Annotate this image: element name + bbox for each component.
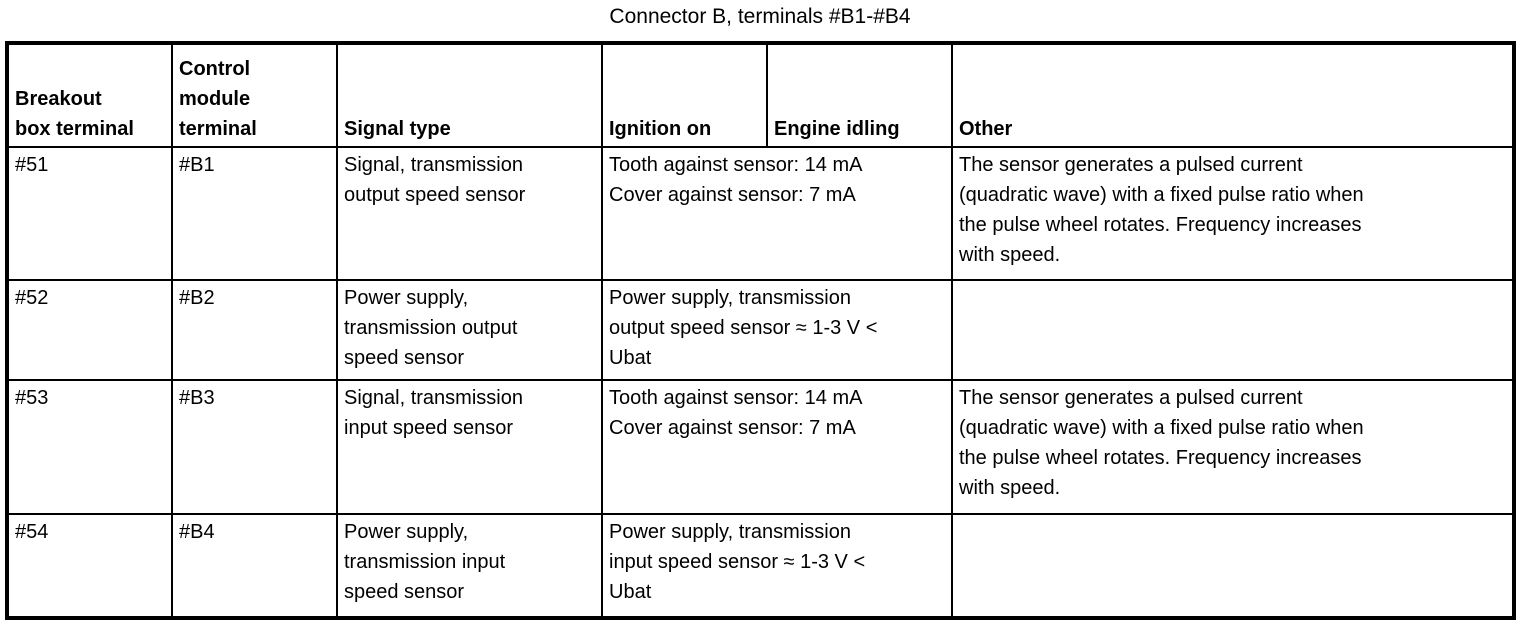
table-row: #53 #B3 Signal, transmission input speed… [6,379,1515,515]
table-row: #54 #B4 Power supply, transmission input… [6,513,1515,619]
cell-breakout-box-terminal: #52 [6,279,173,381]
cell-control-module-terminal: #B4 [171,513,338,619]
col-header-breakout-box-terminal: Breakout box terminal [6,42,173,148]
cell-other: The sensor generates a pulsed current (q… [951,379,1515,515]
cell-ignition-on-engine-idling: Tooth against sensor: 14 mA Cover agains… [601,146,953,281]
col-header-engine-idling: Engine idling [766,42,953,148]
cell-control-module-terminal: #B2 [171,279,338,381]
table-row: #52 #B2 Power supply, transmission outpu… [6,279,1515,381]
cell-breakout-box-terminal: #54 [6,513,173,619]
col-header-control-module-terminal: Control module terminal [171,42,338,148]
table-row: #51 #B1 Signal, transmission output spee… [6,146,1515,281]
cell-other [951,513,1515,619]
cell-control-module-terminal: #B3 [171,379,338,515]
table-header-row: Breakout box terminal Control module ter… [6,42,1515,148]
cell-signal-type: Power supply, transmission output speed … [336,279,603,381]
cell-signal-type: Signal, transmission output speed sensor [336,146,603,281]
col-header-signal-type: Signal type [336,42,603,148]
cell-signal-type: Power supply, transmission input speed s… [336,513,603,619]
cell-ignition-on-engine-idling: Power supply, transmission output speed … [601,279,953,381]
cell-breakout-box-terminal: #51 [6,146,173,281]
page-title: Connector B, terminals #B1-#B4 [609,5,911,28]
col-header-other: Other [951,42,1515,148]
cell-breakout-box-terminal: #53 [6,379,173,515]
cell-other [951,279,1515,381]
cell-ignition-on-engine-idling: Tooth against sensor: 14 mA Cover agains… [601,379,953,515]
cell-control-module-terminal: #B1 [171,146,338,281]
connector-b-terminals-table: Breakout box terminal Control module ter… [5,41,1516,620]
col-header-ignition-on: Ignition on [601,42,768,148]
cell-ignition-on-engine-idling: Power supply, transmission input speed s… [601,513,953,619]
cell-other: The sensor generates a pulsed current (q… [951,146,1515,281]
cell-signal-type: Signal, transmission input speed sensor [336,379,603,515]
